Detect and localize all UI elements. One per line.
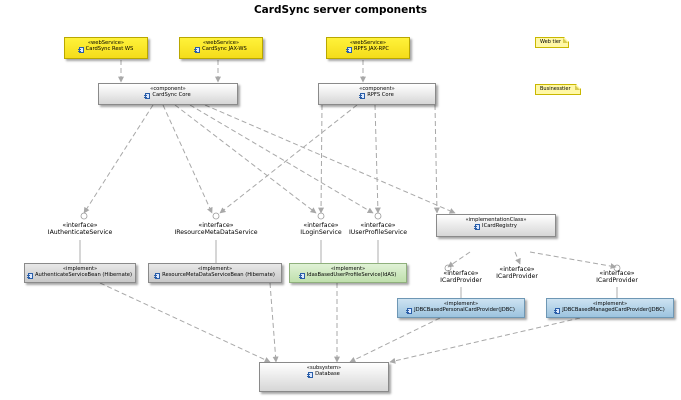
- node-label: CardSync Core: [152, 92, 191, 99]
- node-cardsync-jax-ws[interactable]: «webService» CardSync JAX-WS: [179, 37, 263, 59]
- interface-stereotype: «interface»: [303, 222, 339, 229]
- stereotype-label: «webService»: [202, 40, 240, 46]
- interface-stereotype: «interface»: [198, 222, 234, 229]
- stereotype-label: «component»: [150, 86, 186, 92]
- node-label: IdasBasedUserProfileService(IdAS): [306, 272, 397, 279]
- edge-core-to-ilogin: [174, 104, 317, 214]
- node-cardsync-rest-ws[interactable]: «webService» CardSync Rest WS: [64, 37, 148, 59]
- lollipop-icp-left: [444, 264, 452, 272]
- interface-stereotype: «interface»: [62, 222, 98, 229]
- interface-iresourcemetadataservice[interactable]: «interface» IResourceMetaDataService: [174, 222, 257, 236]
- component-icon: [77, 46, 84, 53]
- component-icon: [154, 272, 161, 279]
- node-authenticateservicebean[interactable]: «implement» AuthenticateServiceBean (Hib…: [24, 263, 136, 283]
- stereotype-label: «component»: [359, 86, 395, 92]
- node-jdbcbasedpersonalcardprovider[interactable]: «implement» JDBCBasedPersonalCardProvide…: [397, 298, 525, 318]
- node-jdbcbasedmanagedcardprovider[interactable]: «implement» JDBCBasedManagedCardProvider…: [546, 298, 674, 318]
- node-resourcemetadataservicebean[interactable]: «implement» ResourceMetaDataServiceBean …: [148, 263, 282, 283]
- stereotype-label: «webService»: [87, 40, 125, 46]
- edge-rpfs-to-iresmeta: [219, 104, 358, 214]
- component-icon: [298, 272, 305, 279]
- edge-core-to-iuser: [189, 104, 374, 214]
- component-icon: [307, 371, 314, 378]
- edge-core-to-iauth: [83, 104, 154, 214]
- component-icon: [345, 46, 352, 53]
- edge-registry-to-icp-right: [529, 251, 617, 270]
- stereotype-label: «implementationClass»: [465, 217, 527, 223]
- note-web-tier: Web tier: [535, 37, 569, 48]
- edge-auth-to-db: [99, 282, 271, 363]
- stereotype-label: «implement»: [443, 301, 479, 307]
- component-icon: [26, 272, 33, 279]
- node-label: Database: [315, 371, 340, 378]
- node-icardregistry[interactable]: «implementationClass» ICardRegistry: [436, 214, 556, 237]
- component-icon: [194, 46, 201, 53]
- interface-name: ICardProvider: [440, 277, 482, 285]
- lollipop-icp-right: [613, 264, 621, 272]
- stereotype-label: «implement»: [62, 266, 98, 272]
- stereotype-label: «webService»: [349, 40, 387, 46]
- component-icon: [554, 307, 561, 314]
- interface-iuserprofileservice[interactable]: «interface» IUserProfileService: [349, 222, 407, 236]
- node-label: ResourceMetaDataServiceBean (Hibernate): [162, 272, 275, 279]
- stereotype-label: «implement»: [197, 266, 233, 272]
- node-cardsync-core[interactable]: «component» CardSync Core: [98, 83, 238, 105]
- component-icon: [474, 223, 481, 230]
- stereotype-label: «implement»: [330, 266, 366, 272]
- node-idasbaseduserprofileservice[interactable]: «implement» IdasBasedUserProfileService(…: [289, 263, 407, 283]
- interface-name: IUserProfileService: [348, 229, 408, 237]
- interface-name: ILoginService: [300, 229, 342, 237]
- stereotype-label: «subsystem»: [306, 365, 342, 371]
- lollipop-resmeta: [212, 212, 220, 220]
- interface-name: IAuthenticateService: [47, 229, 113, 237]
- edge-core-to-registry: [204, 104, 456, 214]
- node-label: RPFS Core: [367, 92, 394, 99]
- component-icon: [144, 92, 151, 99]
- edge-personal-to-db: [349, 317, 441, 363]
- node-label: CardSync Rest WS: [85, 46, 134, 53]
- node-rpfs-jax-rpc[interactable]: «webService» RPFS JAX-RPC: [326, 37, 410, 59]
- lollipop-user: [374, 212, 382, 220]
- lollipop-auth: [80, 212, 88, 220]
- node-label: RPFS JAX-RPC: [353, 46, 390, 53]
- node-label: JDBCBasedPersonalCardProvider(JDBC): [414, 307, 515, 314]
- interface-name: ICardProvider: [596, 277, 638, 285]
- component-icon: [359, 92, 366, 99]
- edge-registry-to-icp-left: [447, 251, 471, 268]
- interface-iloginservice[interactable]: «interface» ILoginService: [300, 222, 341, 236]
- edge-rpfs-to-iuser: [374, 104, 381, 214]
- interface-name: ICardProvider: [496, 273, 538, 281]
- interface-stereotype: «interface»: [360, 222, 396, 229]
- edge-rpfs-to-registry: [433, 104, 440, 214]
- node-label: AuthenticateServiceBean (Hibernate): [34, 272, 132, 279]
- stereotype-label: «implement»: [592, 301, 628, 307]
- diagram-title: CardSync server components: [253, 4, 428, 16]
- node-database[interactable]: «subsystem» Database: [259, 362, 389, 392]
- edge-managed-to-db: [389, 317, 581, 364]
- interface-name: IResourceMetaDataService: [174, 229, 258, 237]
- interface-icardprovider-left[interactable]: «interface» ICardProvider: [440, 270, 482, 284]
- edge-registry-to-icp-mid: [514, 251, 521, 265]
- interface-stereotype: «interface»: [499, 266, 535, 273]
- edge-rpfs-to-ilogin: [318, 104, 325, 214]
- interface-iauthenticateservice[interactable]: «interface» IAuthenticateService: [48, 222, 113, 236]
- node-label: ICardRegistry: [482, 223, 517, 230]
- component-icon: [406, 307, 413, 314]
- interface-icardprovider-right[interactable]: «interface» ICardProvider: [596, 270, 638, 284]
- interface-stereotype: «interface»: [443, 270, 479, 277]
- node-label: CardSync JAX-WS: [202, 46, 247, 53]
- interface-icardprovider-mid[interactable]: «interface» ICardProvider: [496, 266, 538, 280]
- node-rpfs-core[interactable]: «component» RPFS Core: [318, 83, 436, 105]
- note-business-tier: Businesstier: [535, 84, 581, 95]
- interface-stereotype: «interface»: [599, 270, 635, 277]
- edge-core-to-iresmeta: [162, 104, 213, 214]
- edge-resmeta-to-db: [269, 282, 279, 363]
- node-label: JDBCBasedManagedCardProvider(JDBC): [562, 307, 665, 314]
- lollipop-login: [317, 212, 325, 220]
